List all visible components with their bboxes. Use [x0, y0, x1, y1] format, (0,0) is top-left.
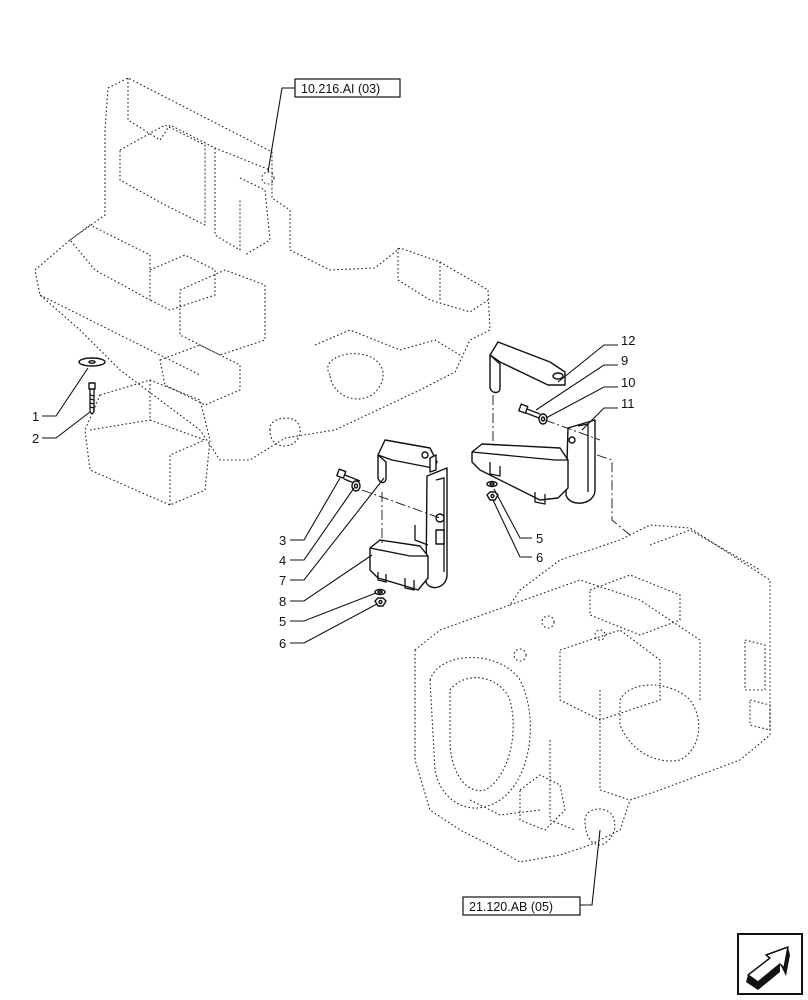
callout-2: 2 [32, 431, 39, 446]
callout-10: 10 [621, 375, 635, 390]
assembly-centerlines [361, 395, 631, 545]
part-washer-5-left [374, 588, 386, 596]
callout-6-left: 6 [279, 636, 286, 651]
part-nut-6-right [486, 491, 499, 501]
reference-top-label: 10.216.AI (03) [301, 82, 380, 96]
part-washer-1 [78, 357, 106, 367]
callout-3: 3 [279, 533, 286, 548]
callout-11: 11 [621, 396, 635, 411]
callout-5-left: 5 [279, 614, 286, 629]
reference-top[interactable]: 10.216.AI (03) [294, 78, 401, 98]
part-washer-5-right [486, 480, 498, 488]
reference-bottom-label: 21.120.AB (05) [469, 900, 553, 914]
callout-labels: 1 2 3 4 7 8 5 6 5 6 12 9 10 11 [32, 333, 635, 651]
callout-9: 9 [621, 353, 628, 368]
callout-6-right: 6 [536, 550, 543, 565]
reference-bottom[interactable]: 21.120.AB (05) [462, 896, 581, 916]
callout-7: 7 [279, 573, 286, 588]
callout-leaders [42, 87, 618, 906]
callout-12: 12 [621, 333, 635, 348]
part-bracket-12 [471, 341, 596, 505]
arrow-navigation-icon[interactable] [737, 933, 803, 995]
part-washer-10 [538, 413, 548, 425]
callout-1: 1 [32, 409, 39, 424]
front-frame-ghost [34, 77, 491, 506]
part-bolt-2 [88, 382, 96, 415]
transmission-housing-ghost [414, 524, 771, 863]
callout-5-right: 5 [536, 531, 543, 546]
callout-4: 4 [279, 553, 286, 568]
part-nut-6-left [374, 597, 387, 607]
part-bolt-9 [518, 403, 541, 419]
part-bracket-7 [369, 439, 448, 591]
callout-8: 8 [279, 594, 286, 609]
